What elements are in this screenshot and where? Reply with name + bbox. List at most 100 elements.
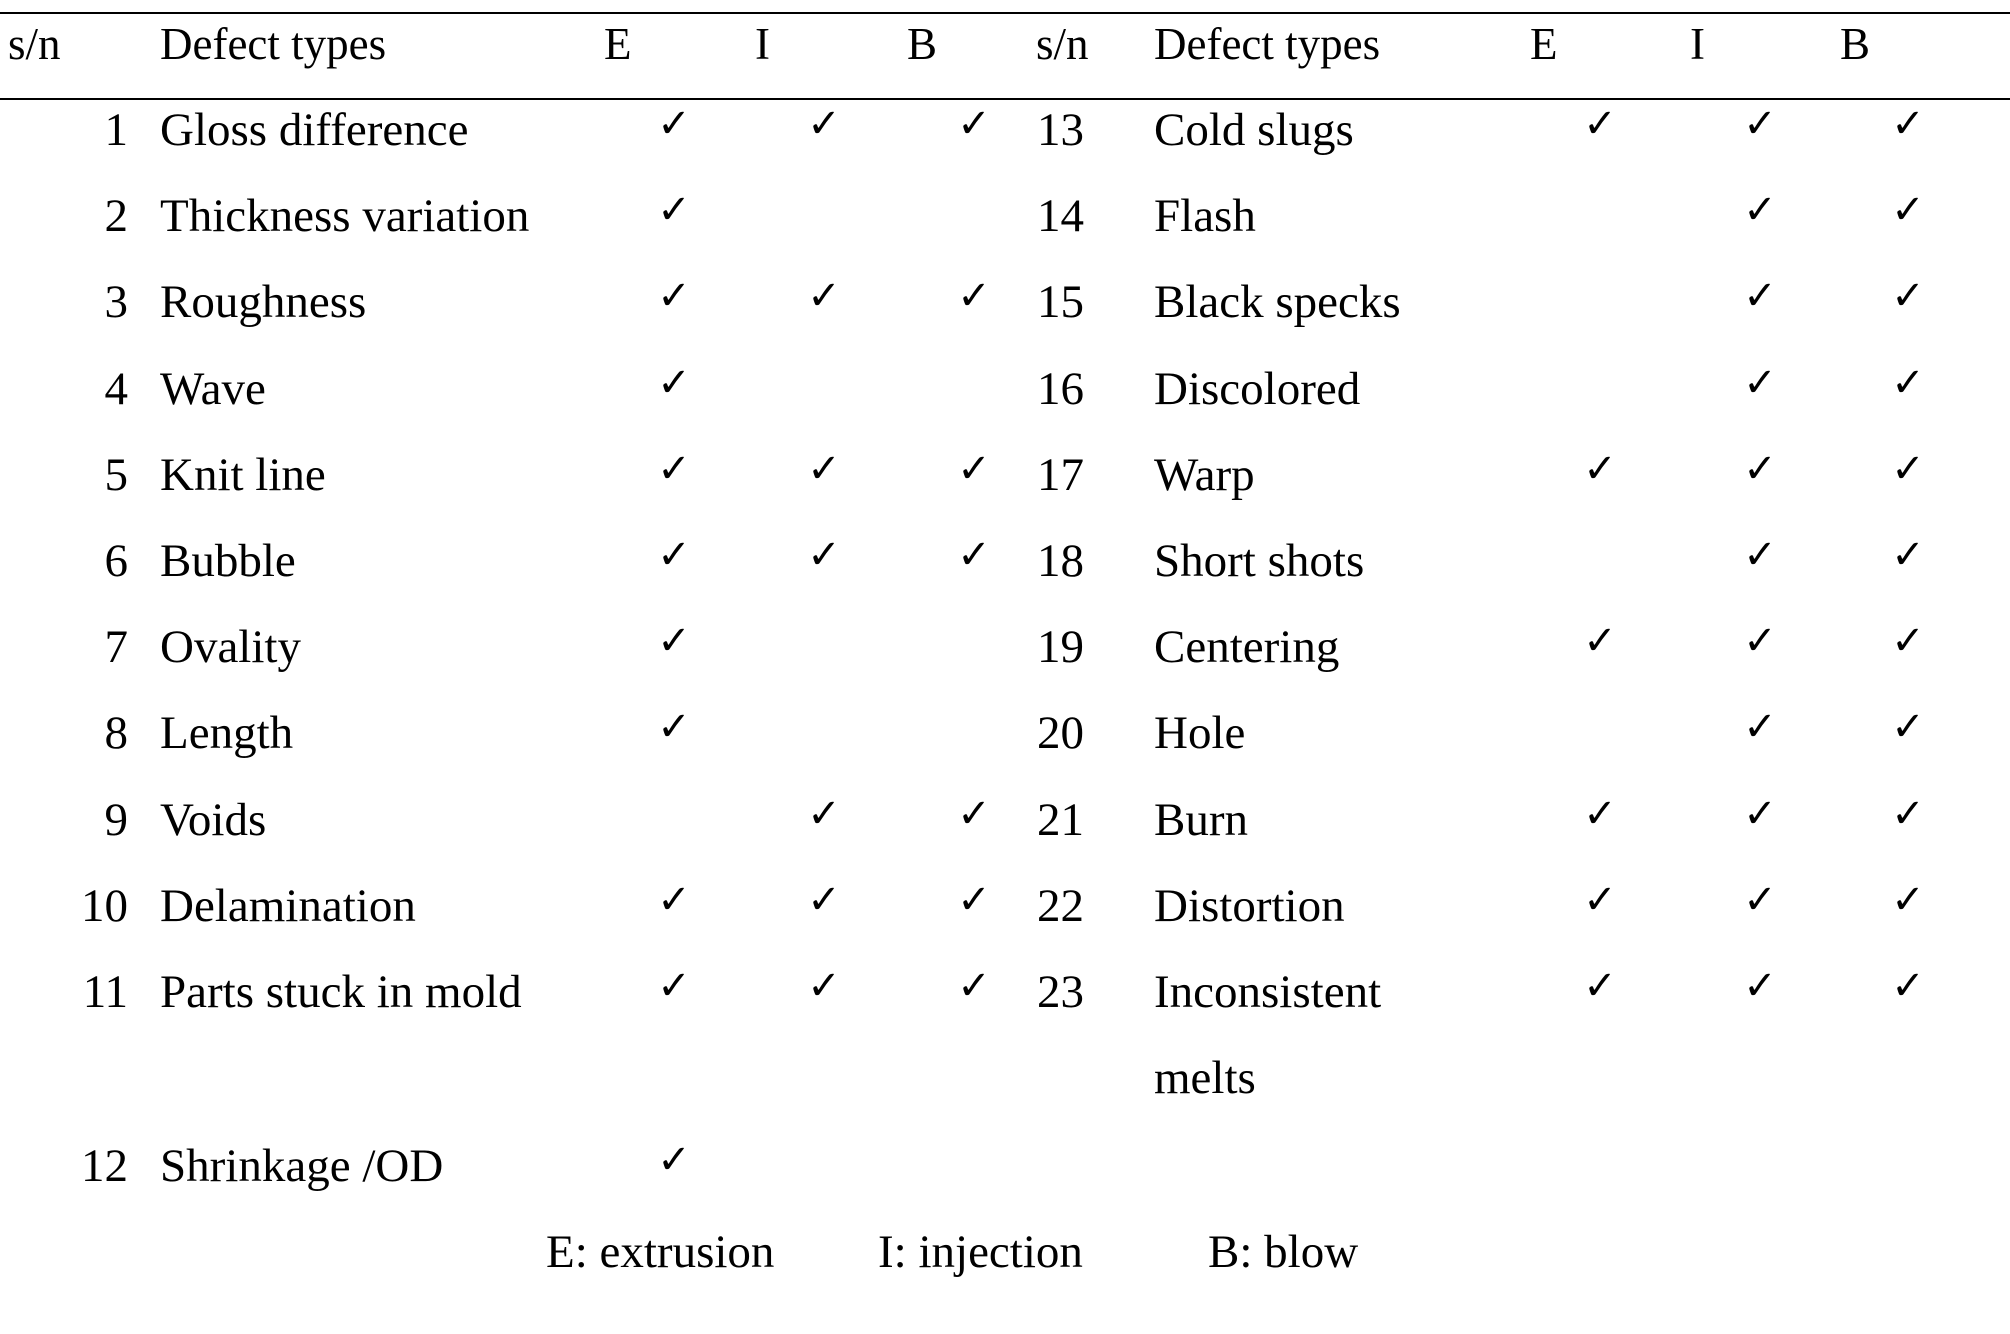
header-i-left: I: [755, 19, 770, 69]
row-sn: 1: [104, 104, 129, 156]
row-sn: 8: [104, 707, 129, 760]
row-sn: 3: [104, 276, 129, 329]
row-sn: 18: [1037, 535, 1084, 587]
check-icon: ✓: [957, 101, 991, 147]
check-icon: ✓: [1891, 963, 1925, 1009]
check-icon: ✓: [1891, 618, 1925, 665]
row-defect-name: Wave: [160, 362, 266, 415]
row-sn: 20: [1037, 707, 1084, 760]
row-sn: 21: [1037, 793, 1084, 846]
row-defect-name: Gloss difference: [160, 104, 469, 156]
row-sn: 10: [81, 879, 128, 932]
check-icon: ✓: [1583, 963, 1617, 1009]
check-icon: ✓: [1891, 187, 1925, 234]
header-b-right: B: [1840, 19, 1871, 69]
row-defect-name: Thickness variation: [160, 190, 530, 243]
row-sn: 12: [81, 1140, 128, 1192]
row-defect-name: Black specks: [1154, 276, 1401, 329]
check-icon: ✓: [1743, 790, 1777, 837]
check-icon: ✓: [657, 101, 691, 147]
check-icon: ✓: [1743, 187, 1777, 234]
row-sn: 16: [1037, 362, 1084, 415]
check-icon: ✓: [1743, 963, 1777, 1009]
check-icon: ✓: [1743, 445, 1777, 492]
check-icon: ✓: [1743, 876, 1777, 923]
row-defect-name: Roughness: [160, 276, 367, 329]
row-sn: 17: [1037, 448, 1084, 501]
check-icon: ✓: [657, 187, 691, 234]
row-defect-name: Bubble: [160, 535, 296, 587]
legend-injection: I: injection: [878, 1226, 1083, 1278]
check-icon: ✓: [957, 963, 991, 1009]
check-icon: ✓: [657, 359, 691, 406]
row-defect-name-line1: Inconsistent: [1154, 966, 1382, 1018]
check-icon: ✓: [807, 532, 841, 578]
check-icon: ✓: [807, 273, 841, 320]
row-defect-name: Ovality: [160, 621, 301, 674]
row-sn: 6: [104, 535, 129, 587]
row-defect-name: Length: [160, 707, 294, 760]
check-icon: ✓: [1583, 876, 1617, 923]
check-icon: ✓: [657, 1137, 691, 1183]
row-defect-name: Cold slugs: [1154, 104, 1354, 156]
check-icon: ✓: [957, 532, 991, 578]
row-sn: 14: [1037, 190, 1084, 243]
check-icon: ✓: [1891, 876, 1925, 923]
row-defect-name: Delamination: [160, 879, 416, 932]
row-sn: 23: [1037, 966, 1084, 1018]
row-defect-name: Burn: [1154, 793, 1248, 846]
row-sn: 13: [1037, 104, 1084, 156]
check-icon: ✓: [1891, 273, 1925, 320]
check-icon: ✓: [807, 445, 841, 492]
header-e-left: E: [604, 19, 632, 69]
row-sn: 11: [82, 966, 128, 1018]
row-defect-name: Flash: [1154, 190, 1256, 243]
check-icon: ✓: [1743, 704, 1777, 751]
check-icon: ✓: [657, 963, 691, 1009]
check-icon: ✓: [1743, 359, 1777, 406]
header-defect-left: Defect types: [160, 19, 387, 69]
row-sn: 2: [104, 190, 129, 243]
check-icon: ✓: [1743, 273, 1777, 320]
check-icon: ✓: [657, 445, 691, 492]
row-defect-name: Warp: [1154, 448, 1255, 501]
check-icon: ✓: [1891, 532, 1925, 578]
row-sn: 4: [104, 362, 129, 415]
check-icon: ✓: [807, 790, 841, 837]
row-sn: 15: [1037, 276, 1084, 329]
row-defect-name: Shrinkage /OD: [160, 1140, 444, 1192]
table-header-rule: [0, 98, 2010, 100]
check-icon: ✓: [807, 963, 841, 1009]
check-icon: ✓: [957, 790, 991, 837]
row-sn: 9: [104, 793, 129, 846]
check-icon: ✓: [1891, 704, 1925, 751]
check-icon: ✓: [1743, 532, 1777, 578]
check-icon: ✓: [657, 704, 691, 751]
row-defect-name: Centering: [1154, 621, 1340, 674]
check-icon: ✓: [807, 101, 841, 147]
legend-extrusion: E: extrusion: [546, 1226, 775, 1278]
table-legend: E: extrusion I: injection B: blow: [0, 1224, 2010, 1284]
check-icon: ✓: [957, 876, 991, 923]
header-e-right: E: [1530, 19, 1558, 69]
header-defect-right: Defect types: [1154, 19, 1381, 69]
check-icon: ✓: [807, 876, 841, 923]
check-icon: ✓: [1583, 101, 1617, 147]
check-icon: ✓: [1891, 790, 1925, 837]
legend-blow: B: blow: [1208, 1226, 1359, 1278]
check-icon: ✓: [1891, 101, 1925, 147]
row-defect-name: Hole: [1154, 707, 1246, 760]
row-defect-name: Distortion: [1154, 879, 1345, 932]
row-sn: 19: [1037, 621, 1084, 674]
table-top-rule: [0, 12, 2010, 14]
check-icon: ✓: [957, 273, 991, 320]
row-defect-name-line2: melts: [1154, 1052, 1256, 1104]
header-sn-left: s/n: [8, 19, 61, 69]
check-icon: ✓: [657, 532, 691, 578]
header-b-left: B: [907, 19, 938, 69]
row-sn: 5: [104, 448, 129, 501]
header-i-right: I: [1690, 19, 1705, 69]
check-icon: ✓: [1891, 445, 1925, 492]
check-icon: ✓: [1583, 445, 1617, 492]
check-icon: ✓: [1743, 101, 1777, 147]
